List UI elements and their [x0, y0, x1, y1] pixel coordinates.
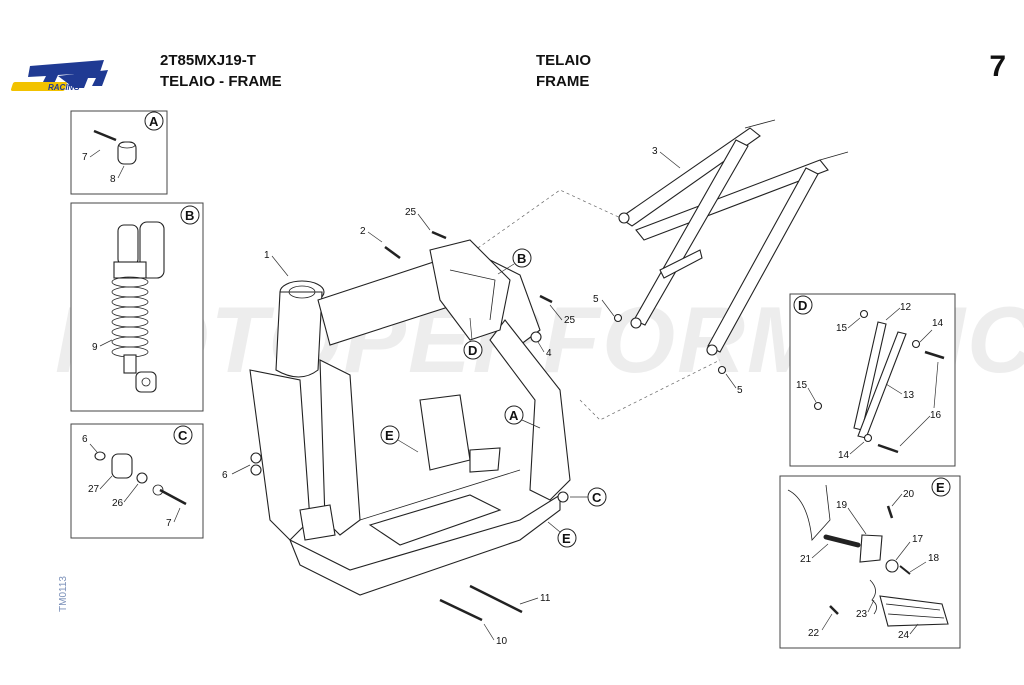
marker-d: D [463, 317, 483, 360]
callout-c-26: 26 [112, 498, 124, 509]
detail-box-c: C 6 27 26 7 [70, 423, 204, 539]
callout-c-6: 6 [82, 434, 88, 445]
callout-5-left: 5 [593, 294, 599, 305]
svg-text:A: A [509, 408, 519, 423]
svg-text:E: E [562, 531, 571, 546]
callout-25-top: 25 [405, 207, 417, 218]
callout-10: 10 [496, 636, 508, 647]
callout-5-right: 5 [737, 385, 743, 396]
marker-b: B [497, 248, 532, 275]
callout-d-15-bottom: 15 [796, 380, 808, 391]
callout-c-7: 7 [166, 518, 172, 529]
callout-a-7: 7 [82, 152, 88, 163]
tm-racing-logo: RACING [10, 60, 108, 92]
title-italian: TELAIO [536, 52, 591, 69]
callout-1: 1 [264, 250, 270, 261]
callout-a-8: 8 [110, 174, 116, 185]
rear-subframe: 3 5 5 [593, 119, 849, 396]
callout-d-16: 16 [930, 410, 942, 421]
callout-e-21: 21 [800, 554, 812, 565]
callout-3: 3 [652, 146, 658, 157]
box-e-letter: E [936, 480, 945, 495]
box-b-letter: B [185, 208, 194, 223]
callout-e-22: 22 [808, 628, 820, 639]
marker-a: A [504, 405, 541, 429]
marker-c: C [570, 487, 607, 507]
callout-c-27: 27 [88, 484, 100, 495]
title-english: FRAME [536, 73, 590, 90]
callout-b-9: 9 [92, 342, 98, 353]
callout-25-right: 25 [564, 315, 576, 326]
callout-d-13: 13 [903, 390, 915, 401]
main-frame-drawing: 1 2 25 25 4 6 10 11 B D A [222, 189, 721, 647]
svg-text:D: D [468, 343, 477, 358]
svg-text:E: E [385, 428, 394, 443]
svg-text:B: B [517, 251, 526, 266]
callout-e-18: 18 [928, 553, 940, 564]
callout-2: 2 [360, 226, 366, 237]
callout-d-15-top: 15 [836, 323, 848, 334]
callout-4: 4 [546, 348, 552, 359]
marker-e-left: E [380, 425, 419, 453]
detail-box-d: D 12 15 14 13 15 16 14 [789, 293, 956, 467]
callout-e-24: 24 [898, 630, 910, 641]
callout-6: 6 [222, 470, 228, 481]
detail-box-a: A 7 8 [70, 110, 168, 195]
callout-e-20: 20 [903, 489, 915, 500]
model-code: 2T85MXJ19-T [160, 52, 256, 69]
callout-d-14-top: 14 [932, 318, 944, 329]
box-c-letter: C [178, 428, 188, 443]
box-a-letter: A [149, 114, 159, 129]
section-title: TELAIO - FRAME [160, 73, 282, 90]
page-number: 7 [989, 50, 1006, 83]
svg-text:RACING: RACING [48, 83, 80, 92]
callout-11: 11 [540, 593, 551, 604]
callout-e-17: 17 [912, 534, 924, 545]
detail-box-b: B 9 [70, 202, 204, 412]
callout-e-23: 23 [856, 609, 868, 620]
marker-e-right: E [547, 521, 577, 548]
callout-d-14-bottom: 14 [838, 450, 850, 461]
callout-e-19: 19 [836, 500, 848, 511]
callout-d-12: 12 [900, 302, 912, 313]
detail-box-e: E 20 19 17 21 18 23 22 24 [779, 475, 961, 649]
box-d-letter: D [798, 298, 807, 313]
svg-text:C: C [592, 490, 602, 505]
